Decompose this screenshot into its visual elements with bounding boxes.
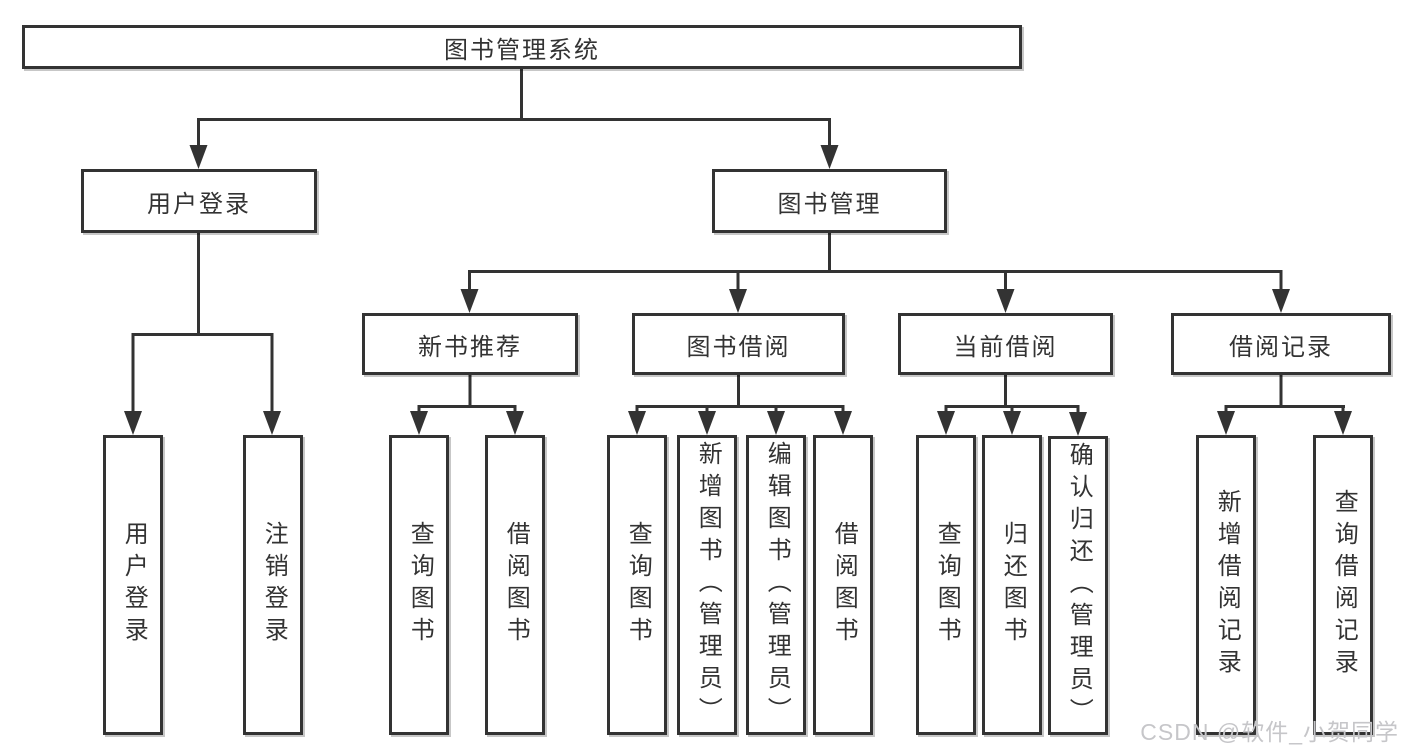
arrowhead-new-book [460,289,479,313]
arrowhead-book-borrow [729,289,747,313]
leaf-query-books-1: 查询图书 [389,435,449,735]
arrowhead-query-3 [937,411,955,435]
connector-new-book-children [410,375,524,435]
node-library-management-system: 图书管理系统 [22,25,1022,69]
connector-current-borrow-children [937,375,1087,436]
arrowhead-add-book [698,411,716,435]
arrowhead-query-record [1334,411,1352,435]
leaf-query-books-2: 查询图书 [607,435,667,735]
arrowhead-edit-book [767,411,785,435]
leaf-add-book-admin: 新增图书（管理员） [677,435,737,735]
leaf-borrow-books-1: 借阅图书 [485,435,545,735]
arrowhead-current-borrow [996,289,1015,313]
connector-book-borrow-children [628,375,852,435]
watermark: CSDN @软件_小贺同学 [1140,719,1399,745]
arrowhead-confirm-return [1069,412,1087,436]
arrowhead-query-2 [628,411,646,435]
connector-book-mgmt-children [460,233,1290,313]
leaf-confirm-return-admin: 确认归还（管理员） [1048,436,1108,735]
connector-borrow-record-children [1217,375,1352,435]
leaf-borrow-books-2: 借阅图书 [813,435,873,735]
leaf-return-books: 归还图书 [982,435,1042,735]
leaf-add-borrow-record: 新增借阅记录 [1196,435,1256,735]
arrowhead-borrow-1 [506,411,524,435]
node-user-login: 用户登录 [81,169,317,233]
arrowhead-borrow-2 [834,411,852,435]
node-current-borrowing: 当前借阅 [898,313,1113,375]
leaf-query-books-3: 查询图书 [916,435,976,735]
connector-root-to-level2 [189,68,839,169]
leaf-logout: 注销登录 [243,435,303,735]
leaf-query-borrow-record: 查询借阅记录 [1313,435,1373,735]
node-new-book-recommendation: 新书推荐 [362,313,578,375]
arrowhead-return [1003,411,1021,435]
arrowhead-leaf-logout [263,411,281,435]
node-book-borrowing: 图书借阅 [632,313,845,375]
arrowhead-leaf-user-login [124,411,142,435]
leaf-user-login: 用户登录 [103,435,163,735]
arrowhead-user-login [189,145,208,169]
node-borrowing-records: 借阅记录 [1171,313,1391,375]
arrowhead-add-record [1217,411,1235,435]
arrowhead-borrow-record [1272,289,1290,313]
connector-user-login-children [124,233,281,435]
arrowhead-book-mgmt [820,145,839,169]
leaf-edit-book-admin: 编辑图书（管理员） [746,435,806,735]
arrowhead-query-1 [410,411,428,435]
node-book-management: 图书管理 [712,169,947,233]
